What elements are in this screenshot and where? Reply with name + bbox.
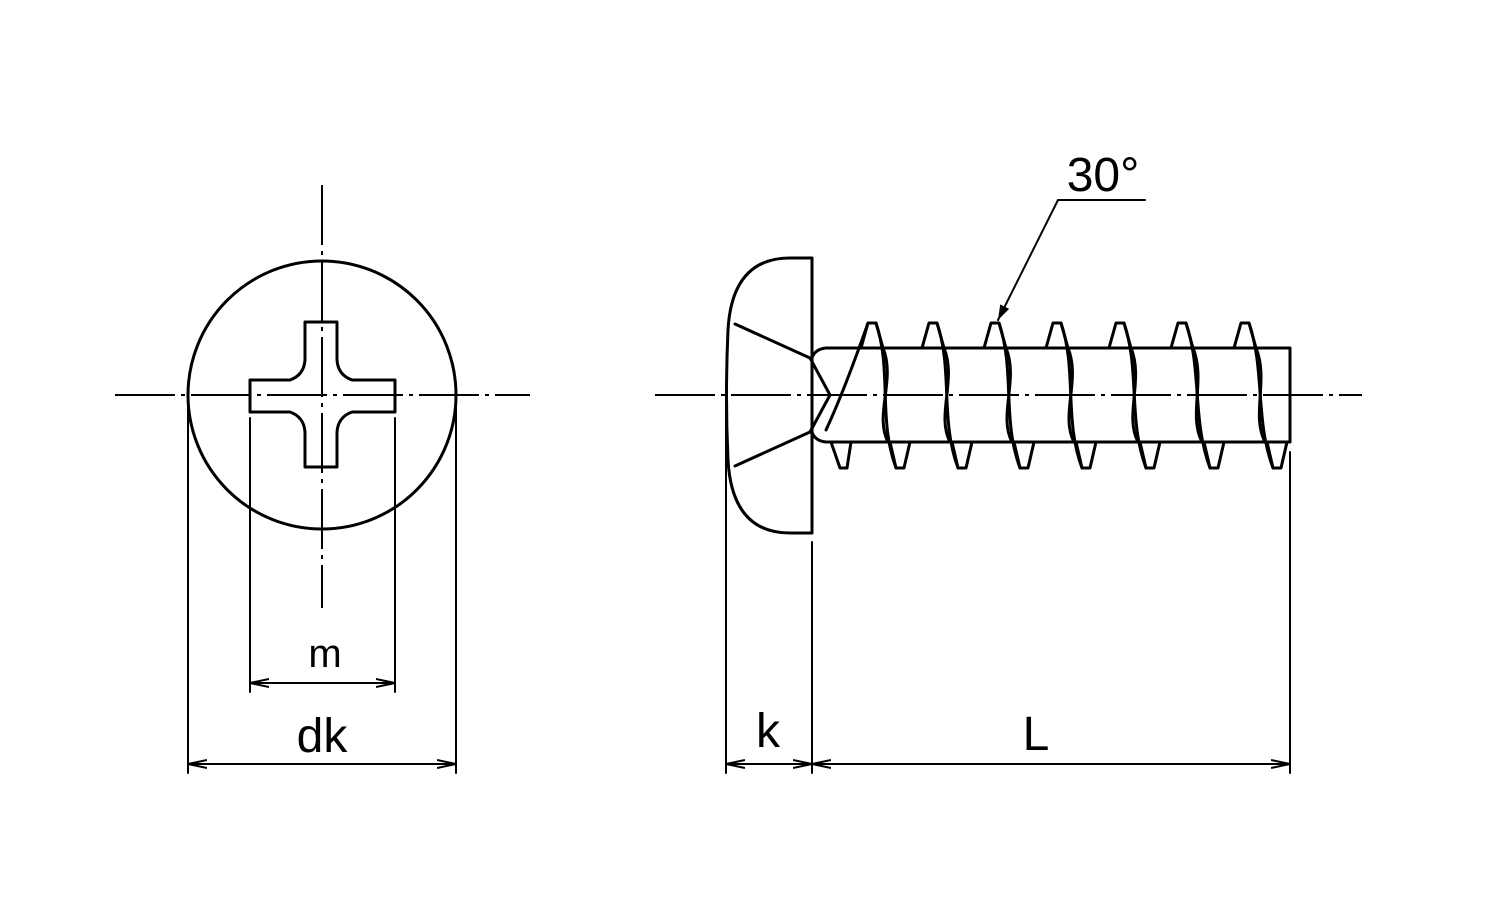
screw-side-view: 30° (655, 149, 1362, 535)
dimension-L: L (811, 451, 1291, 774)
thread-helix-root (1254, 346, 1267, 444)
head-top-view (115, 185, 530, 608)
thread-helix-root (942, 346, 952, 444)
head-recess-line-top (733, 322, 812, 360)
dimension-k: k (725, 399, 813, 774)
thread-helix-root (1191, 346, 1204, 444)
head-recess-line-bottom (733, 430, 812, 468)
head-outline-circle (186, 259, 458, 531)
shank-body (810, 346, 1292, 444)
angle-label: 30° (1067, 149, 1140, 202)
L-label: L (1023, 708, 1050, 761)
angle-leader-line (997, 199, 1059, 321)
thread-lead-in (824, 321, 870, 432)
m-label: m (308, 632, 341, 676)
phillips-recess (248, 320, 397, 469)
recess-tip (808, 356, 832, 434)
thread-crest-bottom (829, 440, 853, 470)
thread-helix-root (881, 346, 890, 444)
k-label: k (756, 705, 781, 758)
dk-label: dk (297, 710, 349, 763)
thread-helix-root (1004, 346, 1014, 444)
dimension-m: m (249, 417, 396, 693)
dimension-dk: dk (187, 399, 457, 774)
thread-helix-root (1066, 346, 1076, 444)
thread-group (824, 321, 1289, 470)
thread-helix-root (1129, 346, 1140, 444)
